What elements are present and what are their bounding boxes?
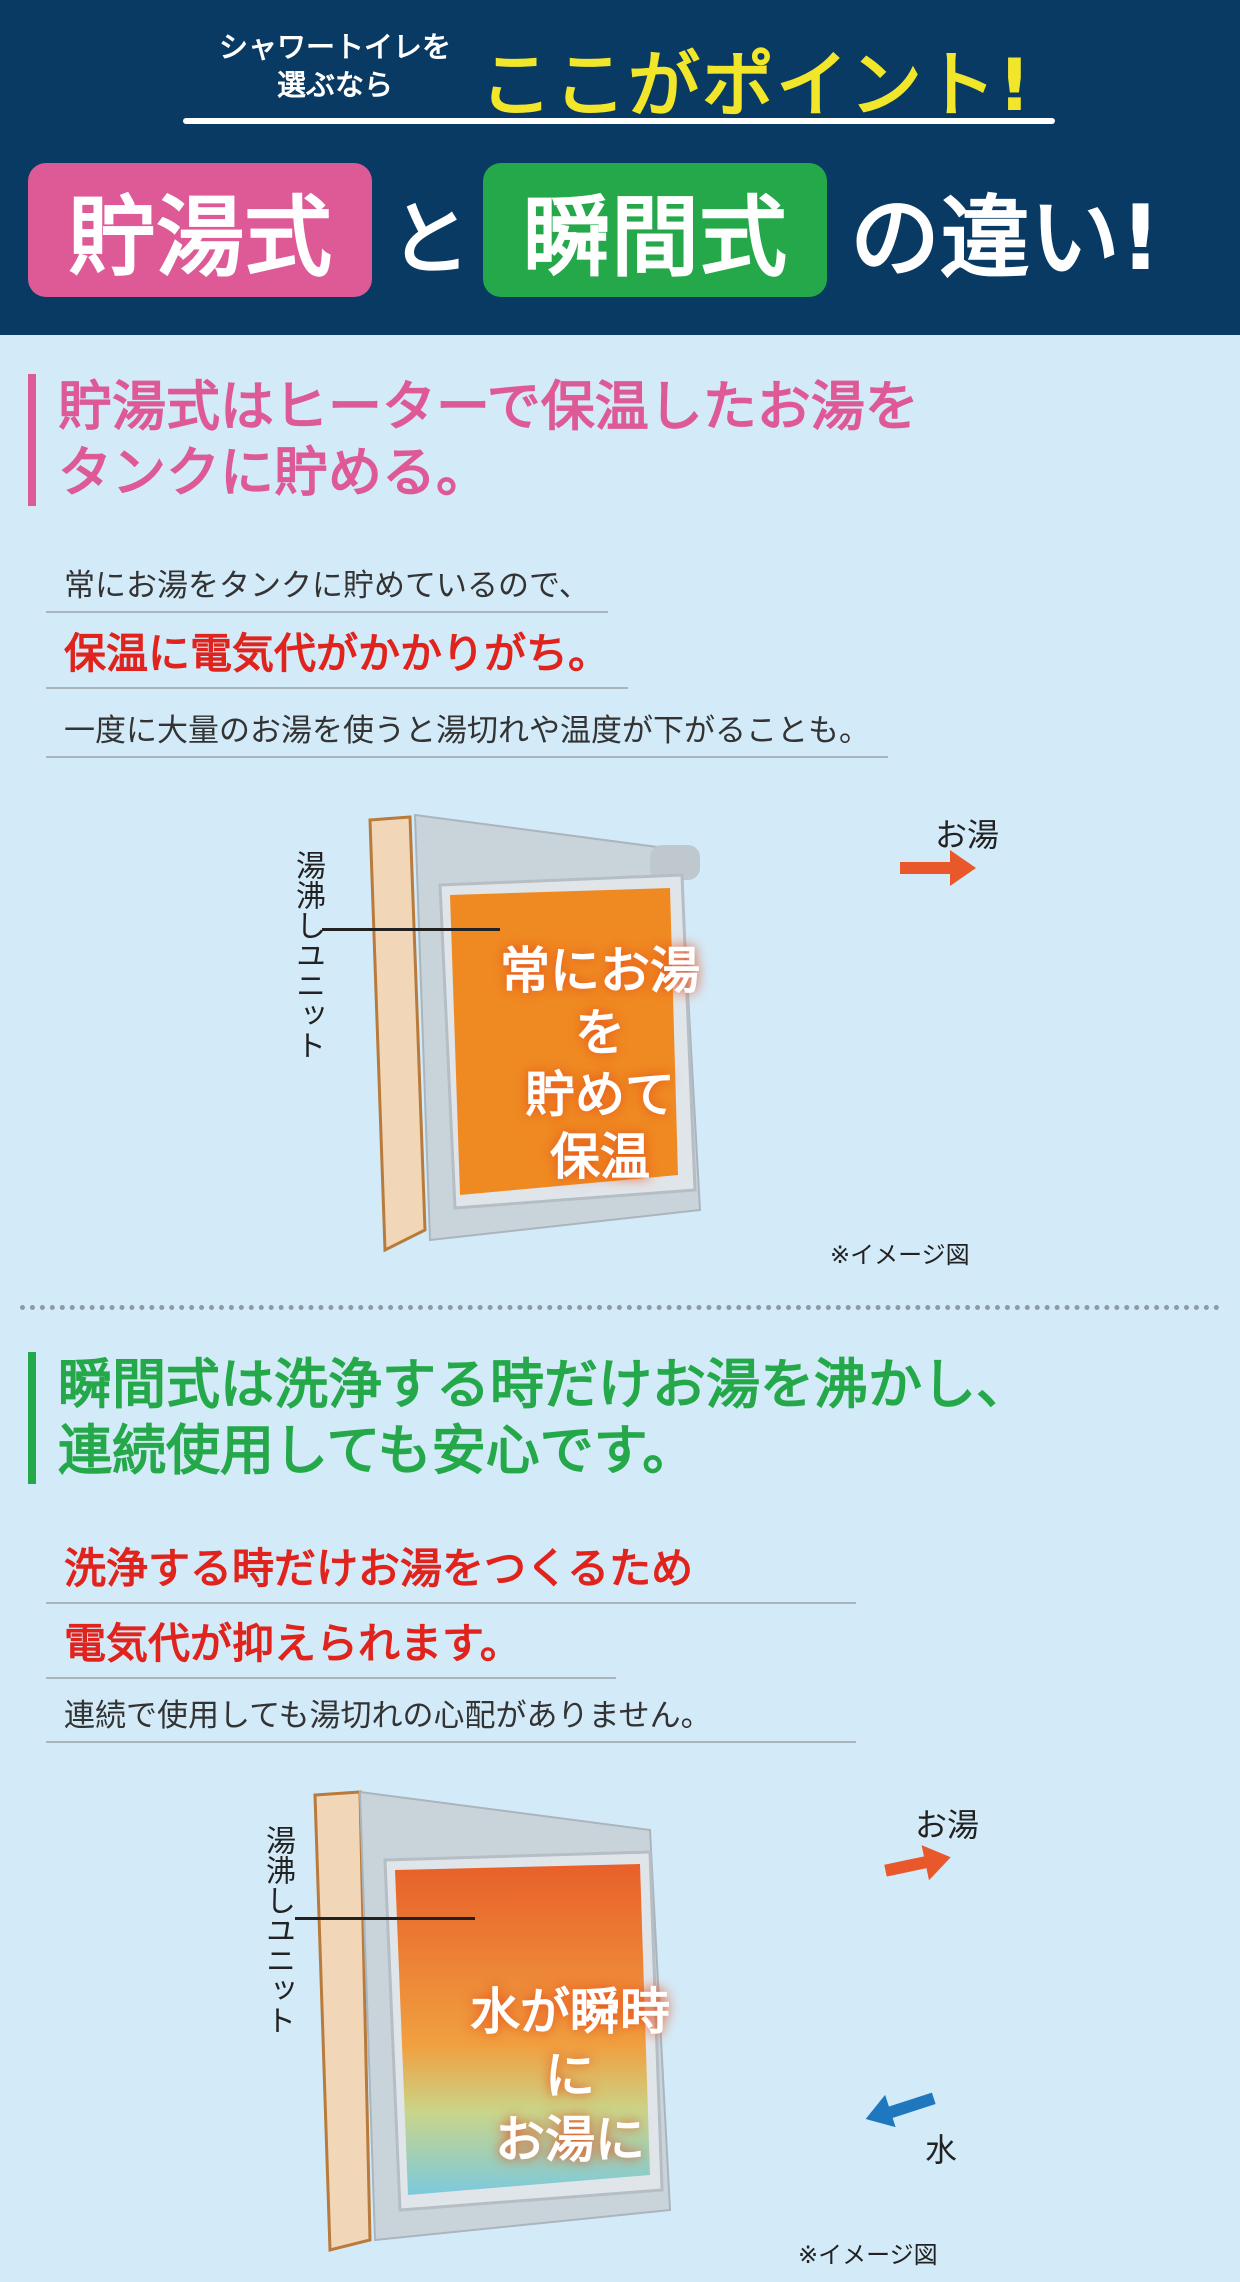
hot-water-arrow-icon — [900, 862, 955, 874]
storage-diagram: 湯沸しユニット お湯 常にお湯を貯めて保温 ※イメージ図 — [250, 790, 1050, 1270]
leader-line — [295, 1917, 475, 1920]
section2-line1: 洗浄する時だけお湯をつくるため — [46, 1535, 856, 1604]
storage-tank-illustration — [368, 813, 702, 1253]
water-label: 水 — [925, 2131, 958, 2169]
and-text: と — [390, 193, 470, 286]
center-text: 常にお湯を貯めて保温 — [480, 940, 720, 1188]
leader-line — [322, 928, 500, 931]
arrow-head-icon — [950, 850, 976, 886]
section1-line2: 保温に電気代がかかりがち。 — [46, 620, 629, 689]
heading-line: 連続使用しても安心です。 — [58, 1419, 697, 1482]
pretext-line: シャワートイレを — [218, 30, 451, 64]
section2-line3: 連続で使用しても湯切れの心配がありません。 — [46, 1690, 856, 1743]
center-line: 貯めて — [525, 1066, 675, 1124]
image-note: ※イメージ図 — [798, 2241, 938, 2269]
center-line: 水が瞬時に — [470, 1983, 670, 2105]
center-line: 常にお湯を — [500, 942, 700, 1062]
hot-water-label: お湯 — [935, 816, 1000, 854]
section1-heading: 貯湯式はヒーターで保温したお湯をタンクに貯める。 — [28, 374, 919, 506]
hot-water-label: お湯 — [915, 1806, 980, 1844]
center-text: 水が瞬時にお湯に — [450, 1980, 690, 2172]
heading-line: タンクに貯める。 — [58, 441, 490, 504]
heading-line: 貯湯式はヒーターで保温したお湯を — [58, 375, 919, 438]
section2-heading: 瞬間式は洗浄する時だけお湯を沸かし、連続使用しても安心です。 — [28, 1352, 1030, 1484]
unit-label: 湯沸しユニット — [290, 850, 325, 1060]
header-pretext: シャワートイレを選ぶなら — [205, 28, 465, 104]
dotted-divider — [20, 1305, 1220, 1310]
section2-line2: 電気代が抑えられます。 — [46, 1610, 616, 1679]
pretext-line: 選ぶなら — [276, 68, 393, 102]
image-note: ※イメージ図 — [830, 1241, 970, 1269]
instant-diagram: 湯沸しユニット お湯 水 水が瞬時にお湯に ※イメージ図 — [230, 1780, 1030, 2270]
center-line: お湯に — [495, 2111, 645, 2169]
section1-line1: 常にお湯をタンクに貯めているので、 — [46, 560, 608, 613]
header-point: ここがポイント! — [480, 43, 1033, 127]
unit-label: 湯沸しユニット — [260, 1825, 295, 2035]
divider — [183, 118, 1055, 124]
heading-line: 瞬間式は洗浄する時だけお湯を沸かし、 — [58, 1353, 1030, 1416]
instant-heater-illustration — [313, 1790, 672, 2252]
section1-line3: 一度に大量のお湯を使うと湯切れや温度が下がることも。 — [46, 705, 888, 758]
center-line: 保温 — [550, 1128, 650, 1186]
header-banner: シャワートイレを選ぶなら ここがポイント! 貯湯式 と 瞬間式 の違い! — [0, 0, 1240, 335]
difference-text: の違い! — [850, 186, 1162, 291]
instant-type-badge: 瞬間式 — [483, 163, 827, 297]
storage-type-badge: 貯湯式 — [28, 163, 372, 297]
